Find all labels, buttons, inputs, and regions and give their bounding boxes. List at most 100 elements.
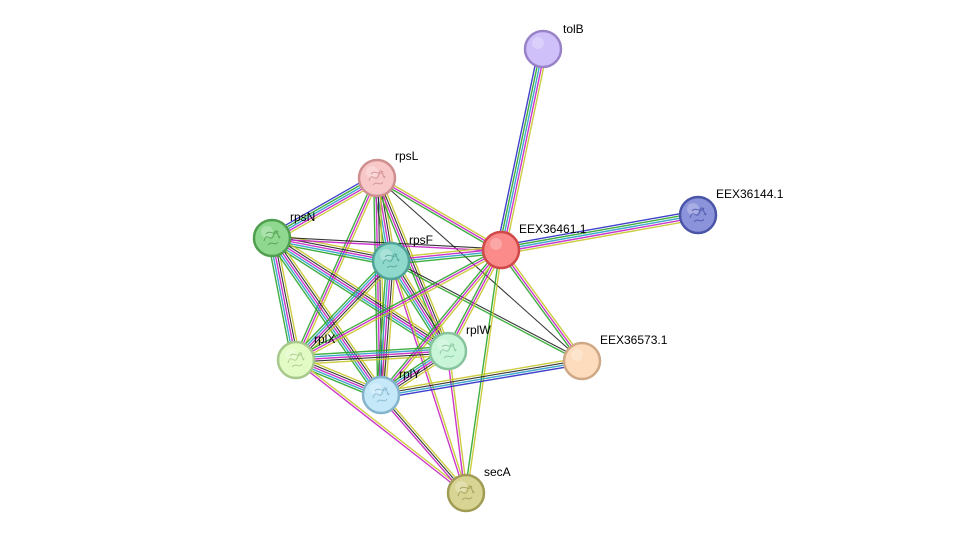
edge-evidence-cooccurrence	[496, 47, 540, 250]
node-label: rpsL	[395, 149, 419, 163]
protein-structure-icon	[372, 387, 390, 403]
edge-evidence-textmining	[384, 261, 397, 396]
edge-evidence-cooccurrence	[500, 209, 698, 247]
edge-evidence-databases	[269, 238, 295, 361]
edge-evidence-neighborhood	[464, 249, 501, 493]
edge-evidence-experiments	[271, 237, 449, 352]
protein-structure-icon	[287, 352, 305, 368]
edge-evidence-textmining	[382, 393, 469, 493]
edge-rpsL-rplX	[293, 176, 380, 362]
node-circle[interactable]	[481, 230, 521, 270]
edge-evidence-cooccurrence	[381, 363, 583, 399]
edge-layer	[266, 47, 699, 495]
edge-evidence-experiments	[295, 350, 449, 361]
edge-evidence-coexpression	[273, 237, 299, 360]
edge-evidence-coexpression	[296, 352, 449, 363]
protein-structure-icon	[382, 253, 400, 269]
node-highlight	[490, 238, 502, 250]
node-highlight	[366, 166, 378, 178]
edge-evidence-textmining	[275, 235, 386, 393]
edge-evidence-textmining	[382, 250, 504, 397]
edge-evidence-experiments	[295, 249, 502, 361]
edge-evidence-textmining	[296, 354, 449, 366]
edge-evidence-databases	[269, 238, 380, 397]
node-circle[interactable]	[562, 341, 602, 381]
edge-evidence-experiments	[502, 49, 546, 251]
edge-EEX36461.1-EEX36573.1	[498, 248, 585, 363]
edge-evidence-databases	[381, 361, 583, 397]
edge-rplW-rplX	[295, 345, 449, 366]
edge-evidence-experiments	[294, 360, 466, 495]
node-rpsF[interactable]: rpsF	[371, 233, 433, 281]
edge-EEX36461.1-secA	[464, 249, 503, 494]
edge-evidence-textmining	[466, 250, 503, 494]
edge-evidence-neighborhood	[375, 179, 501, 253]
edge-evidence-experiments	[501, 216, 699, 253]
edge-rplY-secA	[378, 393, 469, 495]
edge-evidence-textmining	[377, 175, 503, 249]
node-layer: tolB EEX36144.1 rpsL rpsN rpsF EEX36461.1 rplW…	[252, 22, 784, 513]
edge-evidence-experiments	[272, 179, 379, 241]
node-label: rplY	[399, 367, 420, 381]
edge-evidence-databases	[295, 348, 448, 359]
edge-evidence-databases	[271, 239, 391, 264]
edge-rpsL-EEX36461.1	[375, 175, 503, 253]
edge-evidence-cooccurrence	[269, 173, 376, 235]
edge-evidence-experiments	[271, 237, 392, 262]
edge-evidence-experiments	[378, 395, 465, 495]
edge-evidence-coexpression	[376, 177, 583, 362]
edge-evidence-experiments	[376, 177, 502, 251]
edge-rplW-secA	[446, 350, 468, 494]
edge-EEX36461.1-rplY	[378, 248, 504, 397]
edge-evidence-textmining	[296, 358, 468, 493]
edge-evidence-neighborhood	[378, 248, 500, 395]
edge-tolB-EEX36461.1	[496, 47, 548, 252]
node-highlight	[261, 226, 273, 238]
node-secA[interactable]: secA	[446, 465, 511, 513]
edge-evidence-experiments	[380, 260, 392, 396]
node-highlight	[380, 249, 392, 261]
edge-evidence-databases	[378, 260, 390, 395]
edge-evidence-neighborhood	[267, 240, 378, 398]
node-rplX[interactable]: rplX	[276, 332, 335, 380]
edge-evidence-textmining	[380, 357, 582, 393]
edge-evidence-coexpression	[391, 259, 583, 361]
edge-rplY-EEX36573.1	[380, 357, 583, 399]
edge-evidence-databases	[500, 214, 699, 251]
edge-rpsF-rplY	[375, 260, 397, 396]
node-rplW[interactable]: rplW	[428, 323, 491, 371]
node-rplY[interactable]: rplY	[361, 367, 420, 415]
edge-evidence-coexpression	[382, 261, 394, 396]
node-rpsL[interactable]: rpsL	[357, 149, 419, 198]
node-label: EEX36461.1	[519, 222, 587, 236]
edge-EEX36144.1-EEX36461.1	[500, 209, 699, 256]
node-rpsN[interactable]: rpsN	[252, 210, 315, 258]
edge-EEX36461.1-rplX	[294, 247, 503, 363]
edge-evidence-experiments	[295, 177, 378, 361]
edge-evidence-neighborhood	[498, 250, 581, 363]
node-highlight	[370, 383, 382, 395]
edge-rpsN-rplY	[267, 235, 386, 398]
edge-evidence-experiments	[271, 237, 297, 361]
edge-evidence-databases	[500, 48, 544, 251]
node-EEX36144.1[interactable]: EEX36144.1	[678, 187, 784, 235]
protein-structure-icon	[457, 485, 475, 501]
node-label: tolB	[563, 22, 584, 36]
edge-evidence-neighborhood	[270, 175, 377, 237]
node-tolB[interactable]: tolB	[523, 22, 584, 69]
edge-evidence-textmining	[296, 251, 503, 363]
node-label: secA	[484, 465, 511, 479]
edge-evidence-textmining	[448, 350, 468, 493]
node-circle[interactable]	[523, 29, 563, 69]
edge-evidence-databases	[270, 239, 448, 354]
edge-evidence-databases	[293, 258, 390, 359]
edge-evidence-neighborhood	[271, 241, 391, 267]
edge-rpsL-EEX36573.1	[376, 177, 583, 362]
edge-evidence-coexpression	[273, 236, 384, 395]
edge-evidence-neighborhood	[292, 257, 389, 358]
node-EEX36461.1[interactable]: EEX36461.1	[481, 222, 587, 270]
edge-evidence-neighborhood	[295, 345, 448, 357]
edge-rpsF-rplX	[292, 257, 395, 364]
node-EEX36573.1[interactable]: EEX36573.1	[562, 333, 668, 381]
